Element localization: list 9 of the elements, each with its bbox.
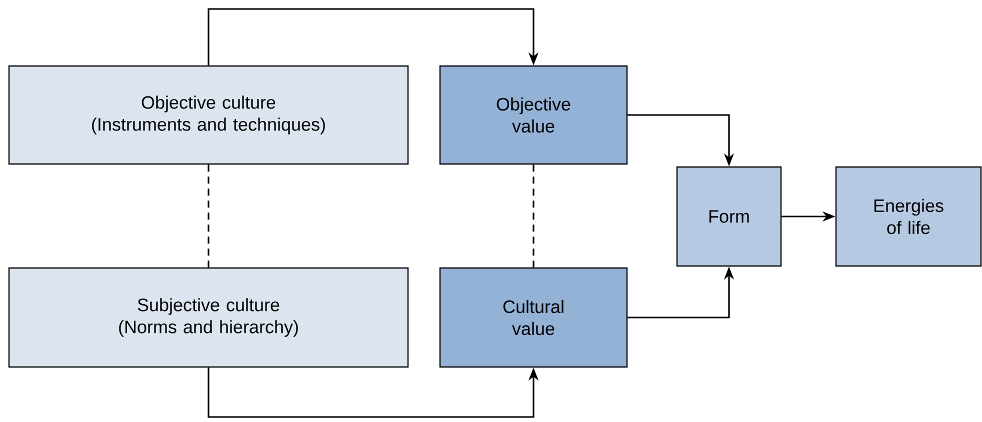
concept-box: Subjective culture (Norms and hierarchy) [8, 267, 409, 368]
concept-box: Energies of life [835, 166, 982, 267]
concept-box: Objective value [439, 65, 628, 165]
dashed-line [532, 164, 534, 268]
concept-box: Cultural value [439, 267, 628, 368]
concept-box: Form [676, 166, 782, 267]
dashed-line [208, 164, 210, 268]
concept-box: Objective culture (Instruments and techniques) [8, 65, 409, 165]
arrow [208, 8, 539, 66]
